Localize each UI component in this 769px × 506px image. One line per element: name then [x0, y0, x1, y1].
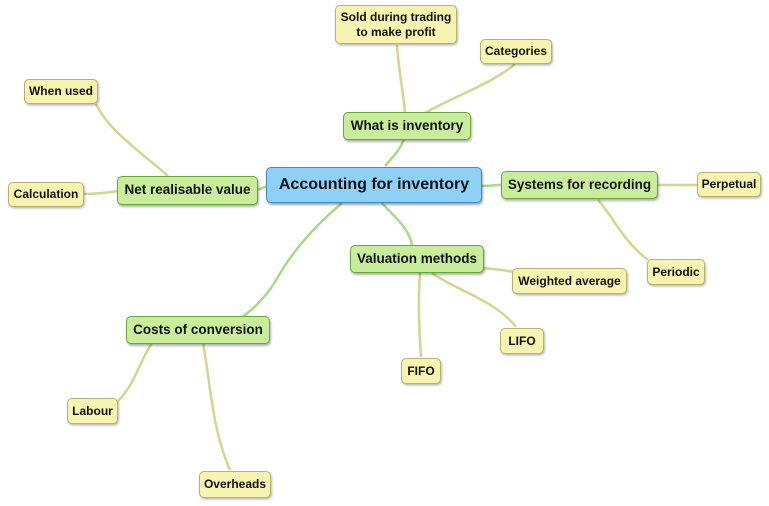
link-central-costs-of-conversion [239, 202, 343, 320]
branch-what-is-inventory[interactable]: What is inventory [343, 112, 471, 140]
link-what-is-inventory-sold [395, 44, 407, 114]
link-valuation-weighted-average [481, 266, 514, 274]
leaf-categories[interactable]: Categories [480, 39, 552, 64]
branch-systems-for-recording[interactable]: Systems for recording [501, 171, 658, 199]
leaf-when-used[interactable]: When used [24, 79, 98, 104]
link-central-valuation-methods [381, 202, 414, 247]
leaf-perpetual[interactable]: Perpetual [697, 172, 761, 197]
link-costs-overheads [201, 342, 232, 471]
leaf-periodic[interactable]: Periodic [647, 259, 705, 285]
leaf-fifo[interactable]: FIFO [401, 358, 441, 384]
link-valuation-fifo [417, 272, 423, 358]
central-topic[interactable]: Accounting for inventory [266, 167, 482, 203]
link-valuation-lifo [431, 271, 517, 328]
leaf-lifo[interactable]: LIFO [500, 328, 544, 354]
link-central-systems-for-recording [480, 183, 503, 188]
branch-net-realisable-value[interactable]: Net realisable value [117, 176, 258, 205]
link-nrv-when-used [94, 103, 169, 177]
leaf-calculation[interactable]: Calculation [8, 182, 84, 207]
link-what-is-inventory-categories [424, 63, 516, 115]
leaf-sold-during-trading[interactable]: Sold during trading to make profit [335, 5, 457, 44]
link-costs-labour [116, 342, 154, 403]
branch-costs-of-conversion[interactable]: Costs of conversion [126, 316, 270, 344]
leaf-labour[interactable]: Labour [67, 398, 118, 424]
branch-valuation-methods[interactable]: Valuation methods [350, 245, 484, 273]
link-systems-periodic [597, 199, 649, 261]
link-central-what-is-inventory [384, 138, 406, 167]
link-nrv-calculation [83, 189, 119, 196]
leaf-overheads[interactable]: Overheads [199, 471, 271, 498]
leaf-weighted-average[interactable]: Weighted average [512, 268, 627, 294]
